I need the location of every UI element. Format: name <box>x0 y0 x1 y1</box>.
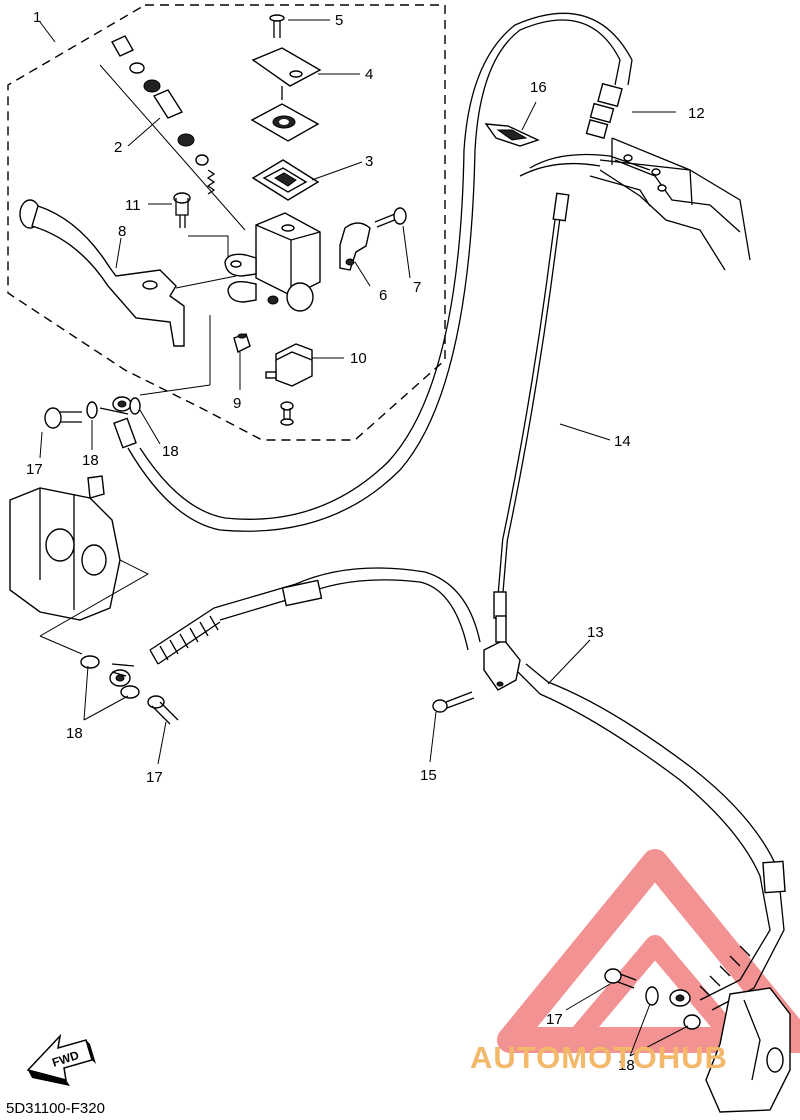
callout-11: 11 <box>125 197 141 214</box>
holder-bolt <box>374 207 407 228</box>
hose-clamp <box>484 101 540 147</box>
right-brake-caliper <box>705 987 791 1113</box>
frame-bracket <box>519 137 751 271</box>
right-brake-hose <box>517 663 786 1011</box>
master-cylinder-holder <box>339 222 371 271</box>
washer-upper-2 <box>129 397 141 415</box>
washer-right-2 <box>683 1014 701 1030</box>
piston-kit <box>99 35 246 231</box>
callout-15: 15 <box>420 767 437 784</box>
brake-pipe <box>493 192 570 619</box>
upper-brake-hose <box>99 12 633 532</box>
diaphragm-plate <box>250 103 320 142</box>
leader-lines <box>39 19 689 1057</box>
lever-nut <box>233 333 251 354</box>
callout-5: 5 <box>335 12 343 29</box>
callout-16: 16 <box>530 79 547 96</box>
callout-3: 3 <box>365 153 373 170</box>
union-bolt-left <box>147 695 179 725</box>
washer-left-1 <box>80 655 100 669</box>
joint-bolt <box>432 691 475 713</box>
callout-14: 14 <box>614 433 631 450</box>
master-cylinder-body <box>224 212 321 312</box>
callout-labels: 1 2 3 4 5 6 7 8 9 10 11 12 13 14 15 16 1… <box>26 9 705 1074</box>
callout-2: 2 <box>114 139 122 156</box>
callout-13: 13 <box>587 624 604 641</box>
callout-18-upper-left: 18 <box>82 452 99 469</box>
left-brake-caliper <box>9 475 150 655</box>
washer-right-1 <box>645 986 659 1006</box>
callout-17-right: 17 <box>546 1011 563 1028</box>
upper-hose-fitting <box>585 82 623 139</box>
left-brake-hose <box>109 567 481 687</box>
washer-upper-1 <box>86 401 98 419</box>
callout-1: 1 <box>33 9 41 26</box>
watermark-logo <box>497 849 800 1053</box>
callout-12: 12 <box>688 105 705 122</box>
reservoir-screw <box>269 14 285 38</box>
union-bolt-upper <box>44 407 82 429</box>
callout-9: 9 <box>233 395 241 412</box>
assembly-group-boundary <box>7 4 446 441</box>
watermark-text: AUTOMOTOHUB <box>470 1040 728 1075</box>
callout-18-right: 18 <box>618 1057 635 1074</box>
callout-10: 10 <box>350 350 367 367</box>
diagram-code: 5D31100-F320 <box>6 1100 105 1117</box>
diaphragm <box>251 159 320 201</box>
washer-left-2 <box>120 685 140 699</box>
front-brake-switch <box>265 343 313 426</box>
callout-6: 6 <box>379 287 387 304</box>
callout-17-upper: 17 <box>26 461 43 478</box>
brake-lever <box>19 199 237 347</box>
three-way-joint <box>483 615 521 691</box>
callout-18-upper-right: 18 <box>162 443 179 460</box>
lever-pivot-bolt <box>173 192 229 258</box>
union-bolt-right <box>604 968 637 989</box>
callout-7: 7 <box>413 279 421 296</box>
reservoir-cap <box>251 47 322 100</box>
forward-arrow-icon: FWD <box>26 1033 96 1086</box>
callout-18-left: 18 <box>66 725 83 742</box>
callout-4: 4 <box>365 66 373 83</box>
callout-17-left: 17 <box>146 769 163 786</box>
callout-8: 8 <box>118 223 126 240</box>
